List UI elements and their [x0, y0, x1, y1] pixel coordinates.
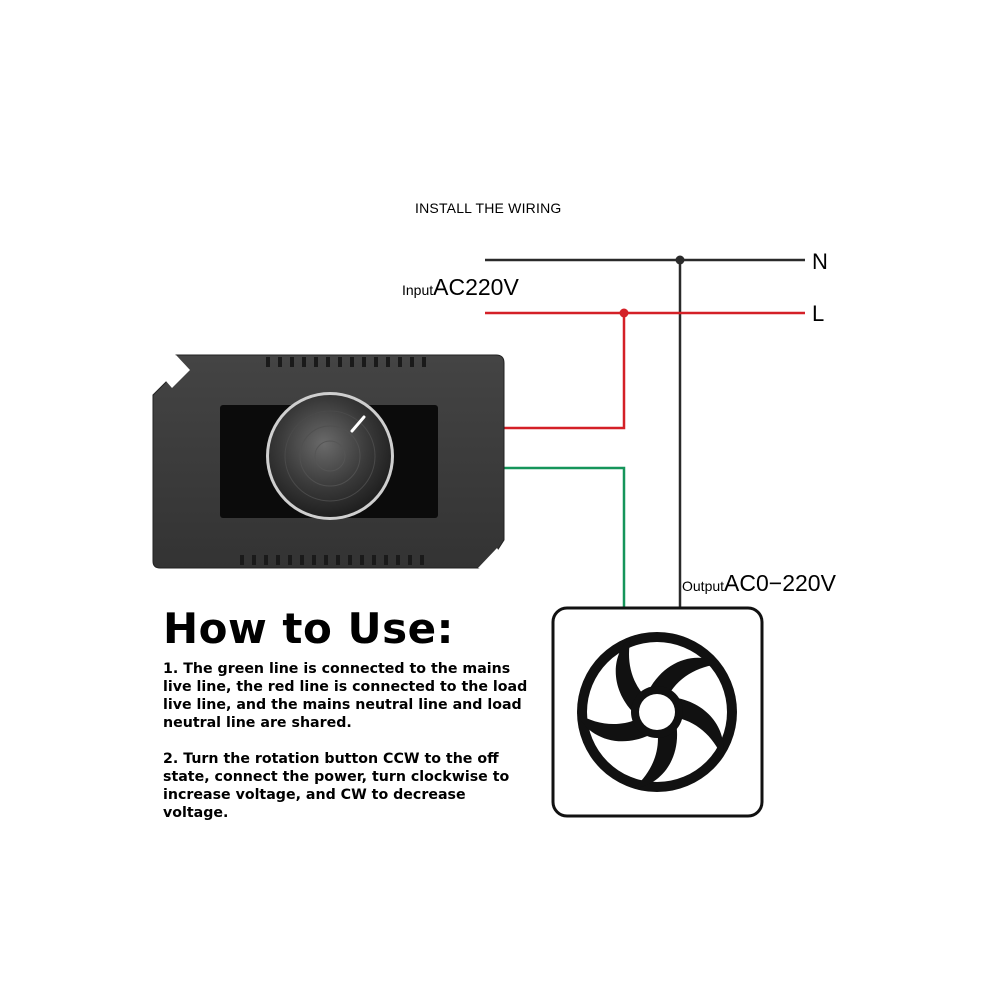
output-prefix: Output — [682, 578, 725, 594]
live-junction — [619, 308, 629, 318]
green-wire — [500, 466, 626, 608]
howto-step-1: 1. The green line is connected to the ma… — [163, 661, 528, 731]
input-prefix: Input — [402, 282, 434, 298]
bottom-vents — [240, 555, 424, 565]
knob — [266, 392, 394, 520]
output-label: OutputAC0−220V — [682, 570, 836, 597]
input-voltage: AC220V — [433, 274, 519, 300]
input-label: InputAC220V — [402, 274, 519, 301]
output-voltage: AC0−220V — [724, 570, 836, 596]
red-wire — [500, 313, 626, 430]
diagram-title: INSTALL THE WIRING — [415, 200, 562, 216]
dimmer-controller-icon — [152, 354, 505, 572]
neutral-label: N — [812, 249, 828, 274]
neutral-junction — [675, 255, 685, 265]
fan-icon — [577, 632, 737, 792]
howto-heading: How to Use: — [163, 604, 454, 653]
top-vents — [266, 357, 426, 367]
howto-step-2: 2. Turn the rotation button CCW to the o… — [163, 751, 510, 821]
live-label: L — [812, 301, 825, 326]
